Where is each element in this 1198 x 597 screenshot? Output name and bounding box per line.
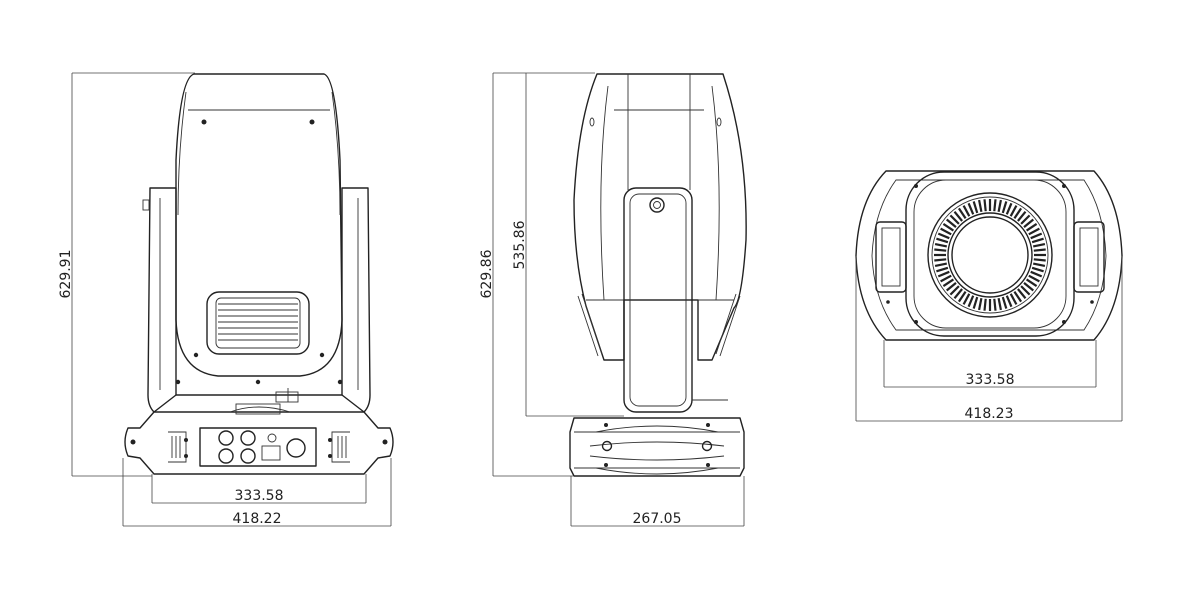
side-arm [623, 187, 728, 413]
lens-fin [940, 227, 952, 236]
lens-fin [934, 248, 947, 252]
side-width-dimension: 267.05 [570, 476, 745, 527]
lens-fin [972, 296, 979, 309]
lens-fin [936, 266, 949, 273]
front-outer-width-dimension: 418.22 [122, 458, 392, 527]
lens-fin [1032, 243, 1046, 248]
lens-fin [936, 237, 949, 244]
lens-fin [946, 218, 957, 228]
lens-fin [1017, 288, 1027, 299]
lens-fin [983, 199, 987, 212]
lens-fin [942, 278, 955, 288]
top-outer-width-dimension: 418.23 [855, 256, 1123, 422]
lens-fin [978, 297, 983, 311]
lens-fin [1005, 202, 1013, 215]
front-base [124, 403, 394, 475]
lens-fin [978, 199, 983, 213]
lens-fin [937, 232, 950, 240]
side-height-label: 629.86 [479, 249, 495, 298]
lens-fin [1028, 227, 1040, 236]
lens-fin [1033, 248, 1046, 252]
lens-fin [1025, 278, 1038, 288]
top-inner-width-label: 333.58 [966, 372, 1015, 388]
lens-fin [1031, 237, 1044, 244]
front-vent-slats [218, 303, 298, 341]
side-arm-height-label: 535.86 [512, 220, 528, 269]
top-lens-fins [934, 199, 1046, 311]
top-outer-width-label: 418.23 [965, 406, 1014, 422]
lens-fin [1017, 211, 1027, 222]
lens-fin [972, 201, 979, 214]
lens-fin [967, 202, 975, 215]
lens-fin [997, 199, 1002, 213]
lens-fin [1020, 214, 1031, 225]
lens-fin [934, 243, 948, 248]
lens-fin [1009, 205, 1018, 217]
front-outer-width-label: 418.22 [233, 511, 282, 527]
lens-fin [1009, 293, 1018, 305]
lens-fin [1031, 266, 1044, 273]
side-width-label: 267.05 [633, 511, 682, 527]
side-view: 629.86 535.86 [479, 72, 747, 527]
lens-fin [949, 214, 960, 225]
lens-fin [1030, 232, 1043, 240]
lens-fin [983, 298, 987, 311]
lens-fin [940, 274, 952, 283]
front-view: 629.91 [58, 72, 394, 527]
top-view: 333.58 418.23 [855, 170, 1123, 422]
lens-fin [1023, 218, 1034, 228]
lens-fin [949, 285, 960, 296]
lens-fin [946, 282, 957, 292]
lens-fin [993, 199, 997, 212]
lens-fin [997, 297, 1002, 311]
lens-fin [1033, 258, 1046, 262]
lens-fin [1005, 295, 1013, 308]
lens-fin [953, 288, 963, 299]
lens-fin [1013, 207, 1023, 220]
lens-fin [1025, 222, 1038, 232]
lens-fin [934, 258, 947, 262]
lens-fin [967, 295, 975, 308]
lens-fin [1001, 201, 1008, 214]
front-height-dimension: 629.91 [58, 72, 195, 477]
lens-fin [1028, 274, 1040, 283]
side-arm-height-dimension: 535.86 [512, 73, 624, 417]
lens-fin [1030, 270, 1043, 278]
lens-fin [957, 290, 967, 303]
lens-fin [962, 205, 971, 217]
front-inner-width-label: 333.58 [235, 488, 284, 504]
lens-fin [1032, 262, 1046, 267]
lens-fin [934, 262, 948, 267]
lens-fin [937, 270, 950, 278]
side-base [569, 417, 745, 477]
lens-fin [1013, 290, 1023, 303]
lens-fin [1020, 285, 1031, 296]
top-inner-width-dimension: 333.58 [883, 340, 1097, 388]
lens-fin [962, 293, 971, 305]
front-head [175, 73, 343, 377]
lens-fin [942, 222, 955, 232]
front-inner-width-dimension: 333.58 [151, 474, 367, 504]
front-height-label: 629.91 [58, 250, 74, 299]
front-yoke [142, 187, 371, 413]
lens-fin [953, 211, 963, 222]
side-head [573, 73, 747, 361]
side-height-dimension: 629.86 [479, 72, 595, 477]
lens-fin [957, 207, 967, 220]
lens-fin [1023, 282, 1034, 292]
lens-fin [993, 298, 997, 311]
lens-fin [1001, 296, 1008, 309]
